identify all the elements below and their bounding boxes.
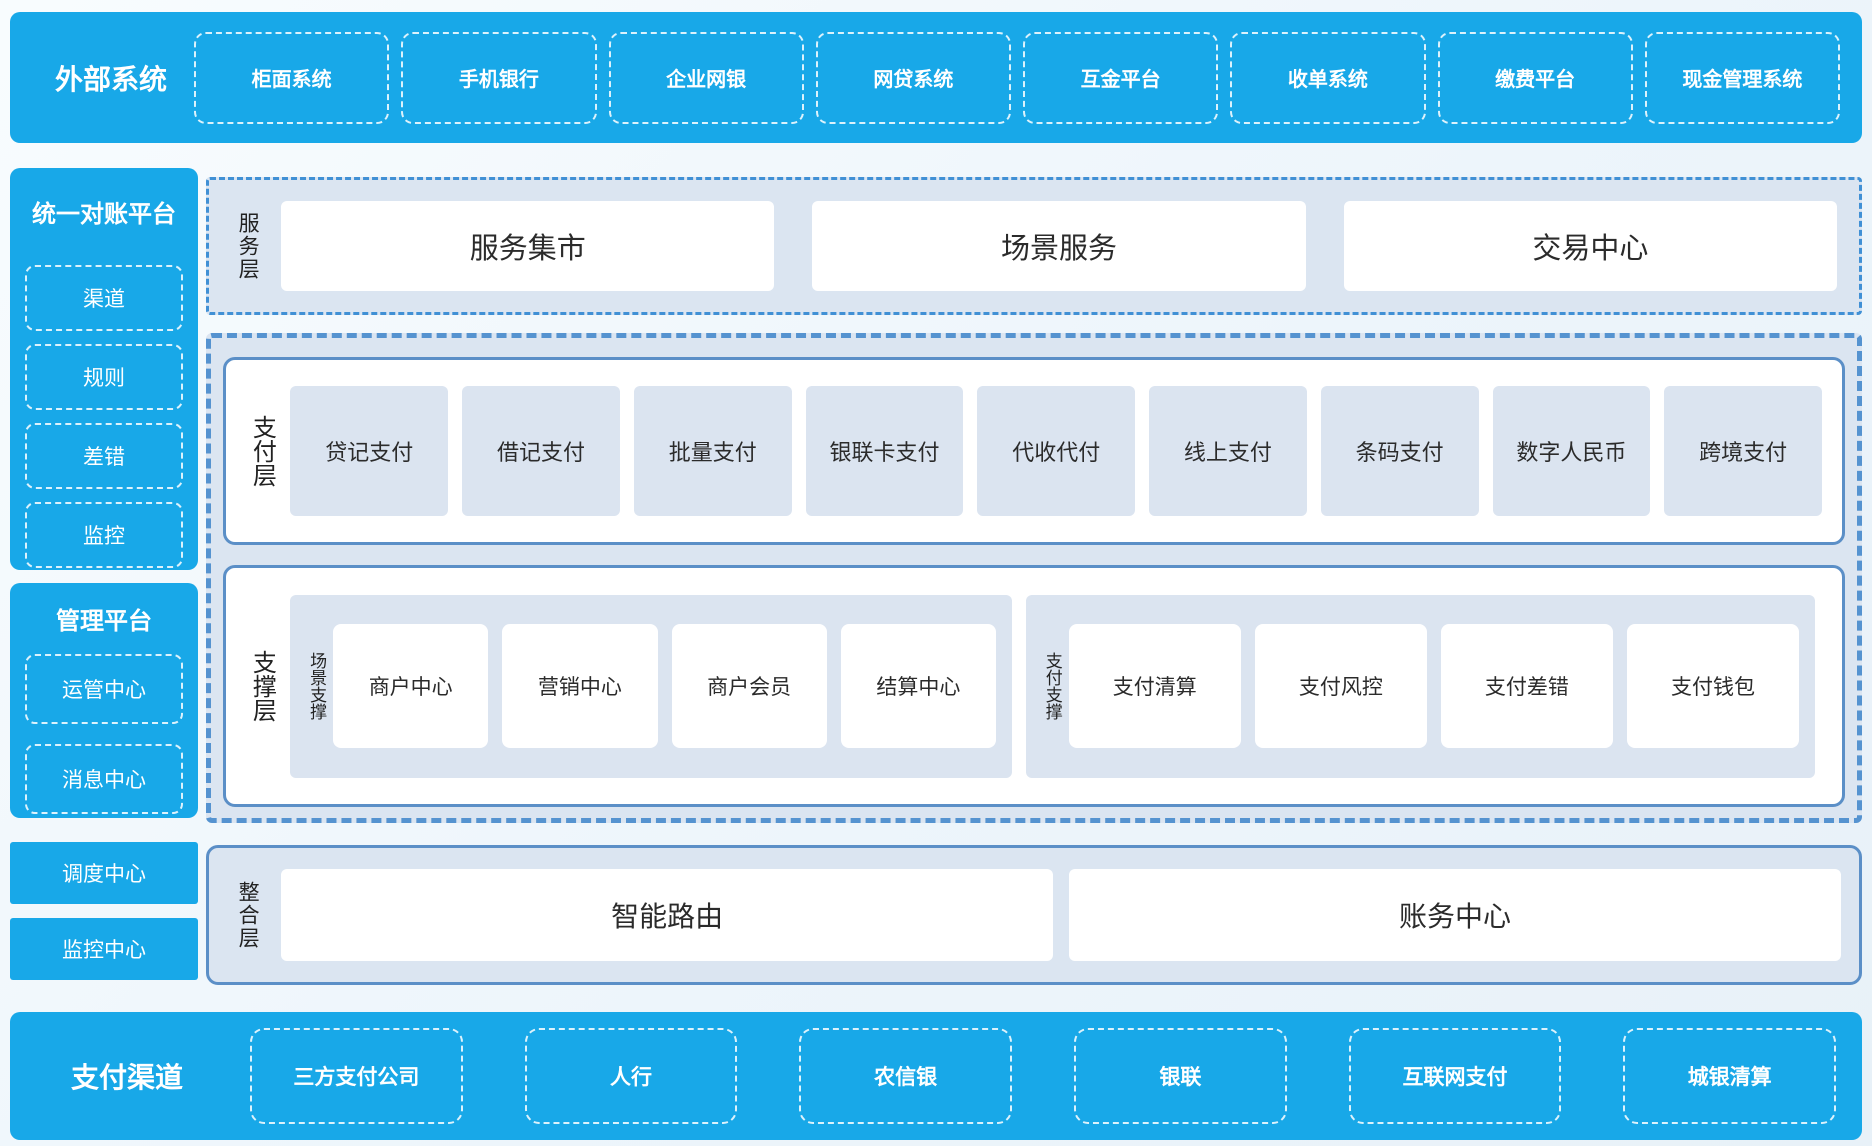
support-layer-section: 支撑层 场景支撑 商户中心 营销中心 商户会员 结算中心 支付支撑 支付清算	[223, 565, 1845, 807]
payment-item: 代收代付	[977, 386, 1136, 516]
service-item: 场景服务	[812, 201, 1306, 291]
payment-channels-title: 支付渠道	[70, 1062, 183, 1093]
external-system-item: 缴费平台	[1437, 31, 1633, 124]
payment-item: 数字人民币	[1492, 386, 1651, 516]
payment-item: 线上支付	[1149, 386, 1307, 516]
reconciliation-platform-panel: 统一对账平台 渠道 规则 差错 监控	[10, 168, 198, 570]
payment-item: 银联卡支付	[805, 386, 964, 516]
payment-item: 批量支付	[633, 386, 792, 516]
payment-channels-bar: 支付渠道 三方支付公司 人行 农信银 银联 互联网支付 城银清算	[10, 1012, 1862, 1140]
dispatch-center-block: 调度中心	[10, 842, 198, 904]
payment-support-group: 支付支撑 支付清算 支付风控 支付差错 支付钱包	[1026, 594, 1815, 778]
scene-support-item: 商户会员	[671, 624, 827, 748]
external-systems-bar: 外部系统 柜面系统 手机银行 企业网银 网贷系统 互金平台 收单系统 缴费平台 …	[10, 12, 1862, 143]
payment-layer-label: 支付层	[248, 415, 276, 487]
payment-channel-item: 城银清算	[1623, 1028, 1837, 1124]
service-layer-items: 服务集市 场景服务 交易中心	[281, 201, 1837, 291]
reconciliation-item: 差错	[25, 423, 183, 489]
external-systems-title: 外部系统	[54, 63, 167, 95]
payment-item: 贷记支付	[290, 386, 449, 516]
reconciliation-platform-title: 统一对账平台	[32, 201, 176, 228]
payment-item: 借记支付	[462, 386, 620, 516]
payment-layer-section: 支付层 贷记支付 借记支付 批量支付 银联卡支付 代收代付 线上支付 条码支付 …	[223, 357, 1845, 545]
external-system-item: 现金管理系统	[1644, 31, 1840, 124]
management-platform-title: 管理平台	[56, 608, 152, 635]
management-item: 消息中心	[25, 744, 183, 814]
support-layer-groups: 场景支撑 商户中心 营销中心 商户会员 结算中心 支付支撑 支付清算 支付风控 …	[290, 594, 1815, 778]
management-platform-panel: 管理平台 运管中心 消息中心	[10, 583, 198, 818]
payment-channel-item: 农信银	[799, 1028, 1013, 1124]
payment-channel-item: 银联	[1074, 1028, 1287, 1124]
reconciliation-item: 规则	[25, 344, 183, 410]
payment-item: 条码支付	[1320, 386, 1479, 516]
integration-item: 账务中心	[1069, 869, 1842, 961]
service-item: 服务集市	[281, 201, 775, 291]
payment-support-item: 支付风控	[1254, 624, 1427, 748]
scene-support-item: 商户中心	[333, 624, 489, 748]
payment-support-items: 支付清算 支付风控 支付差错 支付钱包	[1068, 624, 1800, 748]
scene-support-group: 场景支撑 商户中心 营销中心 商户会员 结算中心	[290, 594, 1013, 778]
external-system-item: 柜面系统	[194, 31, 390, 124]
scene-support-item: 营销中心	[502, 624, 658, 748]
management-item: 运管中心	[25, 654, 183, 724]
integration-layer-items: 智能路由 账务中心	[281, 869, 1842, 961]
reconciliation-item: 渠道	[25, 265, 183, 331]
payment-channel-item: 三方支付公司	[250, 1028, 463, 1124]
payment-support-label: 支付支撑	[1042, 652, 1062, 720]
external-systems-list: 柜面系统 手机银行 企业网银 网贷系统 互金平台 收单系统 缴费平台 现金管理系…	[194, 31, 1840, 124]
integration-layer-label: 整合层	[236, 880, 260, 950]
monitoring-center-block: 监控中心	[10, 918, 198, 980]
service-layer-label: 服务层	[236, 211, 260, 281]
integration-layer-section: 整合层 智能路由 账务中心	[206, 845, 1862, 985]
payment-support-item: 支付钱包	[1626, 624, 1800, 748]
external-system-item: 手机银行	[401, 31, 597, 124]
payment-channel-item: 互联网支付	[1348, 1028, 1562, 1124]
payment-item: 跨境支付	[1664, 386, 1822, 516]
scene-support-label: 场景支撑	[307, 652, 327, 720]
external-system-item: 企业网银	[608, 31, 804, 124]
external-system-item: 互金平台	[1023, 31, 1219, 124]
integration-item: 智能路由	[281, 869, 1054, 961]
payment-layer-items: 贷记支付 借记支付 批量支付 银联卡支付 代收代付 线上支付 条码支付 数字人民…	[290, 386, 1822, 516]
external-system-item: 收单系统	[1230, 31, 1426, 124]
payment-channel-item: 人行	[524, 1028, 738, 1124]
payment-support-item: 支付清算	[1068, 624, 1241, 748]
payment-channels-list: 三方支付公司 人行 农信银 银联 互联网支付 城银清算	[250, 1028, 1837, 1124]
service-layer-section: 服务层 服务集市 场景服务 交易中心	[206, 177, 1862, 315]
reconciliation-item: 监控	[25, 502, 183, 568]
support-layer-label: 支撑层	[248, 650, 276, 722]
scene-support-items: 商户中心 营销中心 商户会员 结算中心	[333, 624, 997, 748]
payment-support-item: 支付差错	[1440, 624, 1613, 748]
scene-support-item: 结算中心	[840, 624, 997, 748]
external-system-item: 网贷系统	[815, 31, 1011, 124]
service-item: 交易中心	[1343, 201, 1837, 291]
core-layers-container: 支付层 贷记支付 借记支付 批量支付 银联卡支付 代收代付 线上支付 条码支付 …	[206, 333, 1862, 823]
